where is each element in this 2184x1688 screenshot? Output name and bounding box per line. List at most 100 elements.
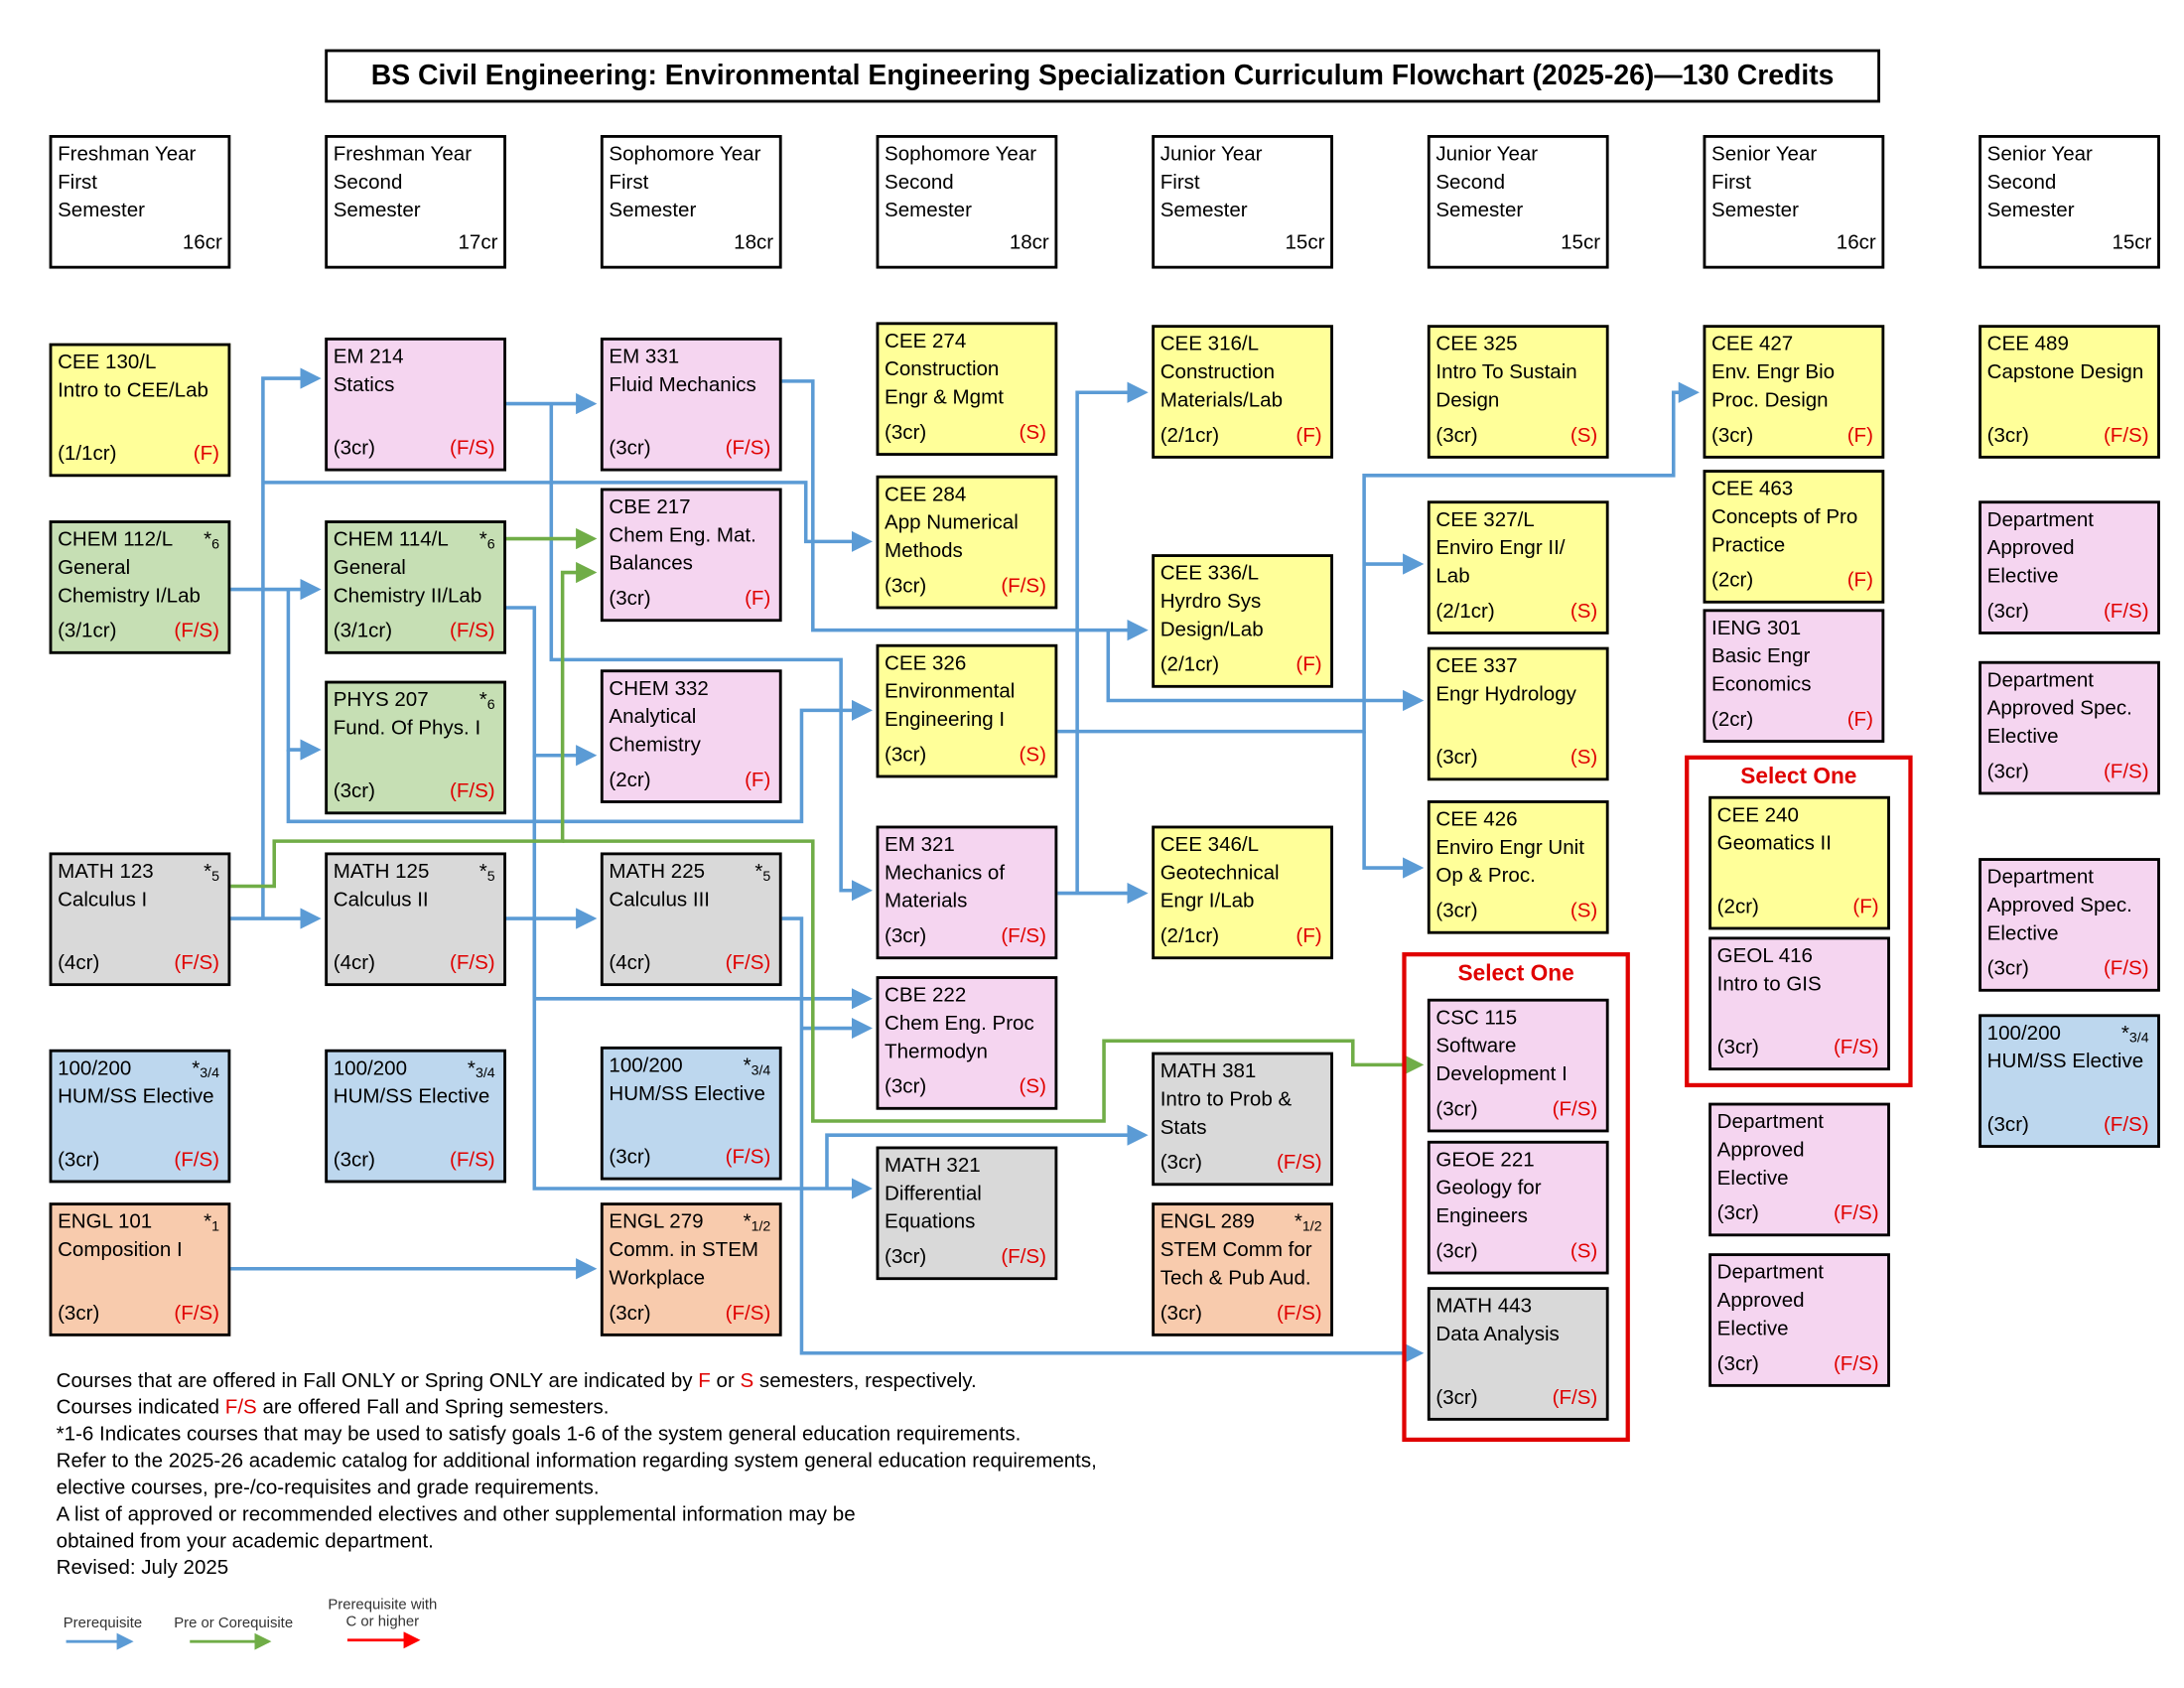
semester-credits: 15cr	[1561, 231, 1601, 255]
semester-label: First	[609, 171, 649, 195]
semester-label: Semester	[1711, 200, 1799, 222]
course-title: Fund. Of Phys. I	[333, 717, 481, 741]
semester-label: Junior Year	[1435, 143, 1539, 167]
arrow-em321-cee316	[1075, 381, 1149, 894]
blue-arrow-icon	[66, 1632, 134, 1650]
footnote-text: S	[740, 1369, 754, 1393]
semester-label: Semester	[1986, 200, 2075, 222]
course-title	[1435, 709, 1605, 737]
course-title: Approved	[1986, 537, 2075, 560]
course-title: Enviro Engr Unit	[1435, 836, 1584, 860]
footnote-text: Courses indicated	[56, 1396, 225, 1420]
course-term: (F/S)	[2103, 1113, 2149, 1137]
course-title: Methods	[885, 539, 963, 563]
arrow-em331-cee336	[775, 379, 1149, 641]
course-term: (F/S)	[725, 437, 771, 461]
footnote-line: Refer to the 2025-26 academic catalog fo…	[57, 1449, 1097, 1476]
footnote-text: or	[710, 1369, 741, 1393]
course-code: CEE 325	[1435, 333, 1518, 356]
course-credits: (3cr)	[1435, 1386, 1478, 1410]
course-title: Calculus II	[333, 889, 429, 912]
course-code: GEOE 221	[1435, 1149, 1535, 1173]
footnote-text: elective courses, pre-/co-requisites and…	[56, 1477, 600, 1500]
course-code: MATH 225	[609, 860, 706, 884]
course-term: (S)	[1570, 424, 1598, 448]
course-title: General	[58, 556, 131, 580]
course-credits: (3cr)	[1986, 424, 2029, 448]
course-title: Composition I	[58, 1239, 183, 1262]
course-title: Concepts of Pro	[1711, 505, 1858, 529]
course-term: (S)	[1570, 900, 1598, 923]
course-code: CBE 222	[885, 984, 967, 1008]
course-term: (F/S)	[450, 620, 495, 643]
arrow-cee326-cee426	[1362, 731, 1425, 879]
course-term: (F/S)	[174, 1149, 219, 1173]
course-title: Elective	[1716, 1167, 1789, 1191]
legend-label: Prerequisite with	[328, 1596, 438, 1614]
course-code: CEE 327/L	[1435, 508, 1535, 532]
gen-ed-goal-note: *6	[478, 528, 495, 553]
gen-ed-goal: 6	[211, 537, 219, 553]
course-title	[334, 914, 503, 942]
course-credits: (2cr)	[1711, 708, 1754, 732]
course-code: CEE 316/L	[1160, 333, 1260, 356]
course-title: Env. Engr Bio	[1711, 361, 1836, 384]
arrow-math123-em214	[261, 367, 322, 919]
course-code: CEE 240	[1716, 804, 1799, 827]
legend-pre-or-coreq: Pre or Corequisite	[166, 1597, 301, 1655]
course-title: Chemistry II/Lab	[333, 585, 482, 608]
course-credits: (3cr)	[1986, 1113, 2029, 1137]
footnote-line: Courses indicated F/S are offered Fall a…	[57, 1395, 1097, 1422]
course-title: Development I	[1435, 1062, 1568, 1086]
page-title: BS Civil Engineering: Environmental Engi…	[325, 49, 1881, 103]
semester-label: Sophomore Year	[885, 143, 1037, 167]
red-arrow-icon	[346, 1631, 421, 1649]
